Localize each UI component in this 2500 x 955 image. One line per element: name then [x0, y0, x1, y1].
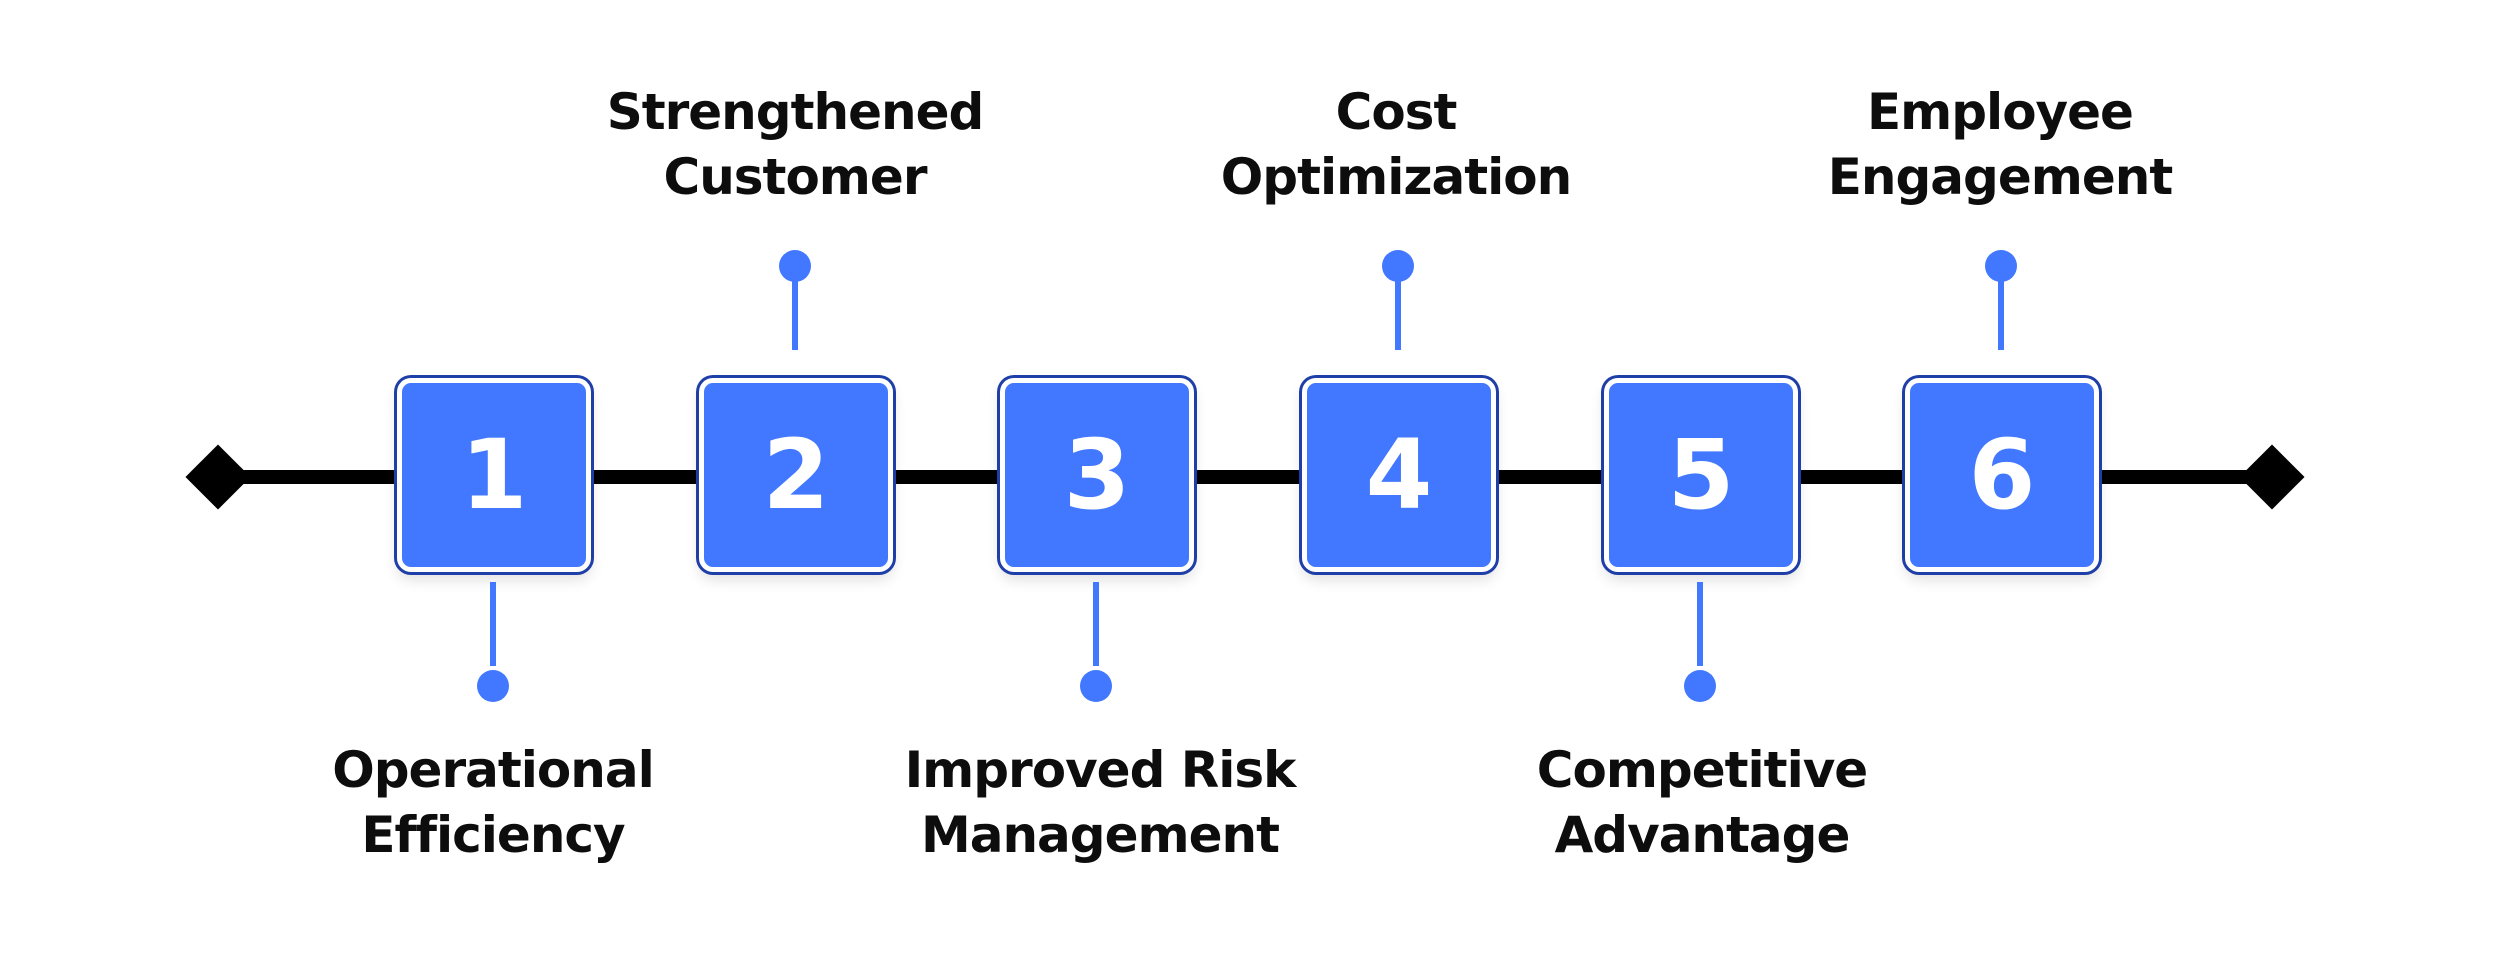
step-number-6: 6 [1968, 419, 2036, 531]
step-number-5: 5 [1667, 419, 1735, 531]
step-connector-6 [1998, 266, 2004, 350]
step-label-5-line2: Advantage [1554, 806, 1851, 864]
step-dot-6 [1985, 250, 2017, 282]
step-label-3: Improved Risk Management [880, 738, 1320, 868]
step-label-3-line1: Improved Risk [904, 741, 1297, 799]
step-connector-3 [1093, 582, 1099, 666]
step-label-1: Operational Efficiency [273, 738, 713, 868]
step-connector-5 [1697, 582, 1703, 666]
step-dot-3 [1080, 670, 1112, 702]
step-label-6-line2: Engagement [1827, 148, 2173, 206]
step-number-2: 2 [762, 419, 830, 531]
step-label-5-line1: Competitive [1536, 741, 1868, 799]
step-label-2-line2: Customer [663, 148, 928, 206]
step-label-1-line1: Operational [332, 741, 654, 799]
step-label-2-line1: Strengthened [606, 83, 985, 141]
timeline-end-diamond [2239, 444, 2305, 510]
step-dot-4 [1382, 250, 1414, 282]
step-label-6: Employee Engagement [1780, 80, 2220, 210]
step-box-2: 2 [699, 378, 893, 572]
step-connector-4 [1395, 266, 1401, 350]
step-connector-1 [490, 582, 496, 666]
step-box-6: 6 [1905, 378, 2099, 572]
step-label-1-line2: Efficiency [361, 806, 625, 864]
step-number-1: 1 [460, 419, 528, 531]
step-label-2: Strengthened Customer [575, 80, 1015, 210]
step-dot-1 [477, 670, 509, 702]
step-box-1: 1 [397, 378, 591, 572]
step-label-4-line2: Optimization [1220, 148, 1572, 206]
timeline-start-diamond [185, 444, 251, 510]
step-dot-2 [779, 250, 811, 282]
step-label-6-line1: Employee [1867, 83, 2134, 141]
step-connector-2 [792, 266, 798, 350]
step-number-4: 4 [1365, 419, 1433, 531]
step-box-4: 4 [1302, 378, 1496, 572]
step-label-4-line1: Cost [1335, 83, 1458, 141]
step-box-3: 3 [1000, 378, 1194, 572]
step-box-5: 5 [1604, 378, 1798, 572]
step-dot-5 [1684, 670, 1716, 702]
step-label-3-line2: Management [920, 806, 1280, 864]
step-label-4: Cost Optimization [1176, 80, 1616, 210]
step-label-5: Competitive Advantage [1482, 738, 1922, 868]
step-number-3: 3 [1063, 419, 1131, 531]
